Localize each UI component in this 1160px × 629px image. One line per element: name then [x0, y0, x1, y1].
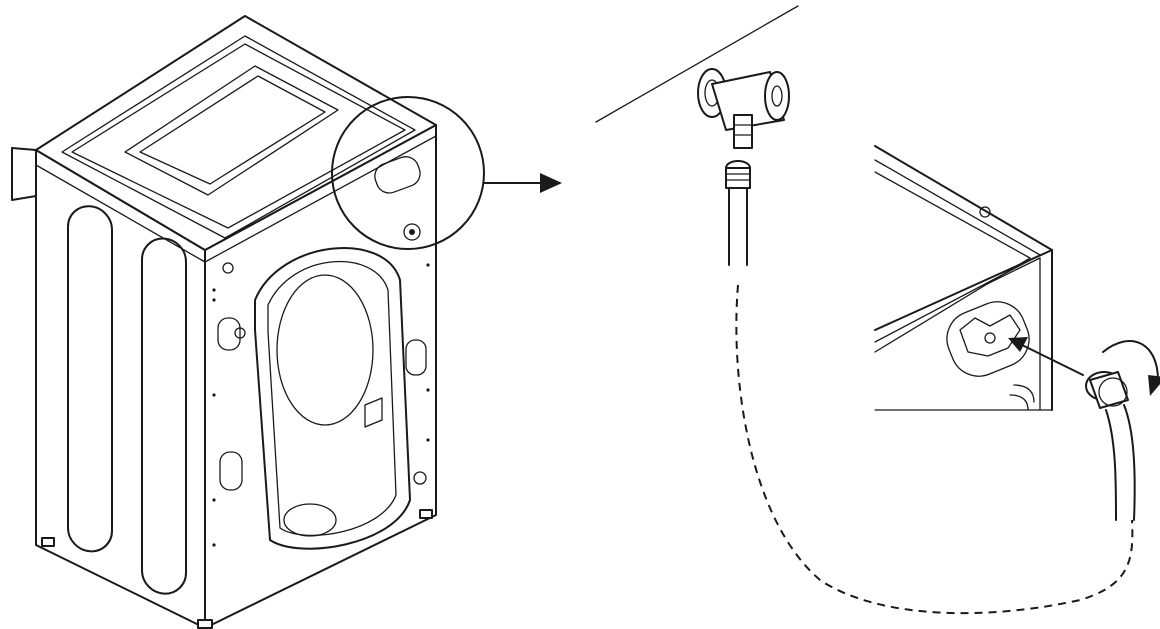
washing-machine-icon	[11, 15, 437, 629]
rotation-arrow-icon	[1102, 340, 1160, 396]
wall-line	[595, 5, 799, 123]
attach-arrow-icon	[1008, 337, 1084, 376]
dashed-hose-path-icon	[735, 284, 1134, 615]
water-tap-icon	[697, 68, 790, 149]
machine-corner-closeup	[874, 145, 1053, 411]
arrow-right-icon	[483, 173, 562, 193]
hose-nut-icon	[1085, 371, 1136, 521]
inlet-hose-icon	[725, 160, 751, 266]
zoom-circle-icon	[331, 96, 485, 250]
